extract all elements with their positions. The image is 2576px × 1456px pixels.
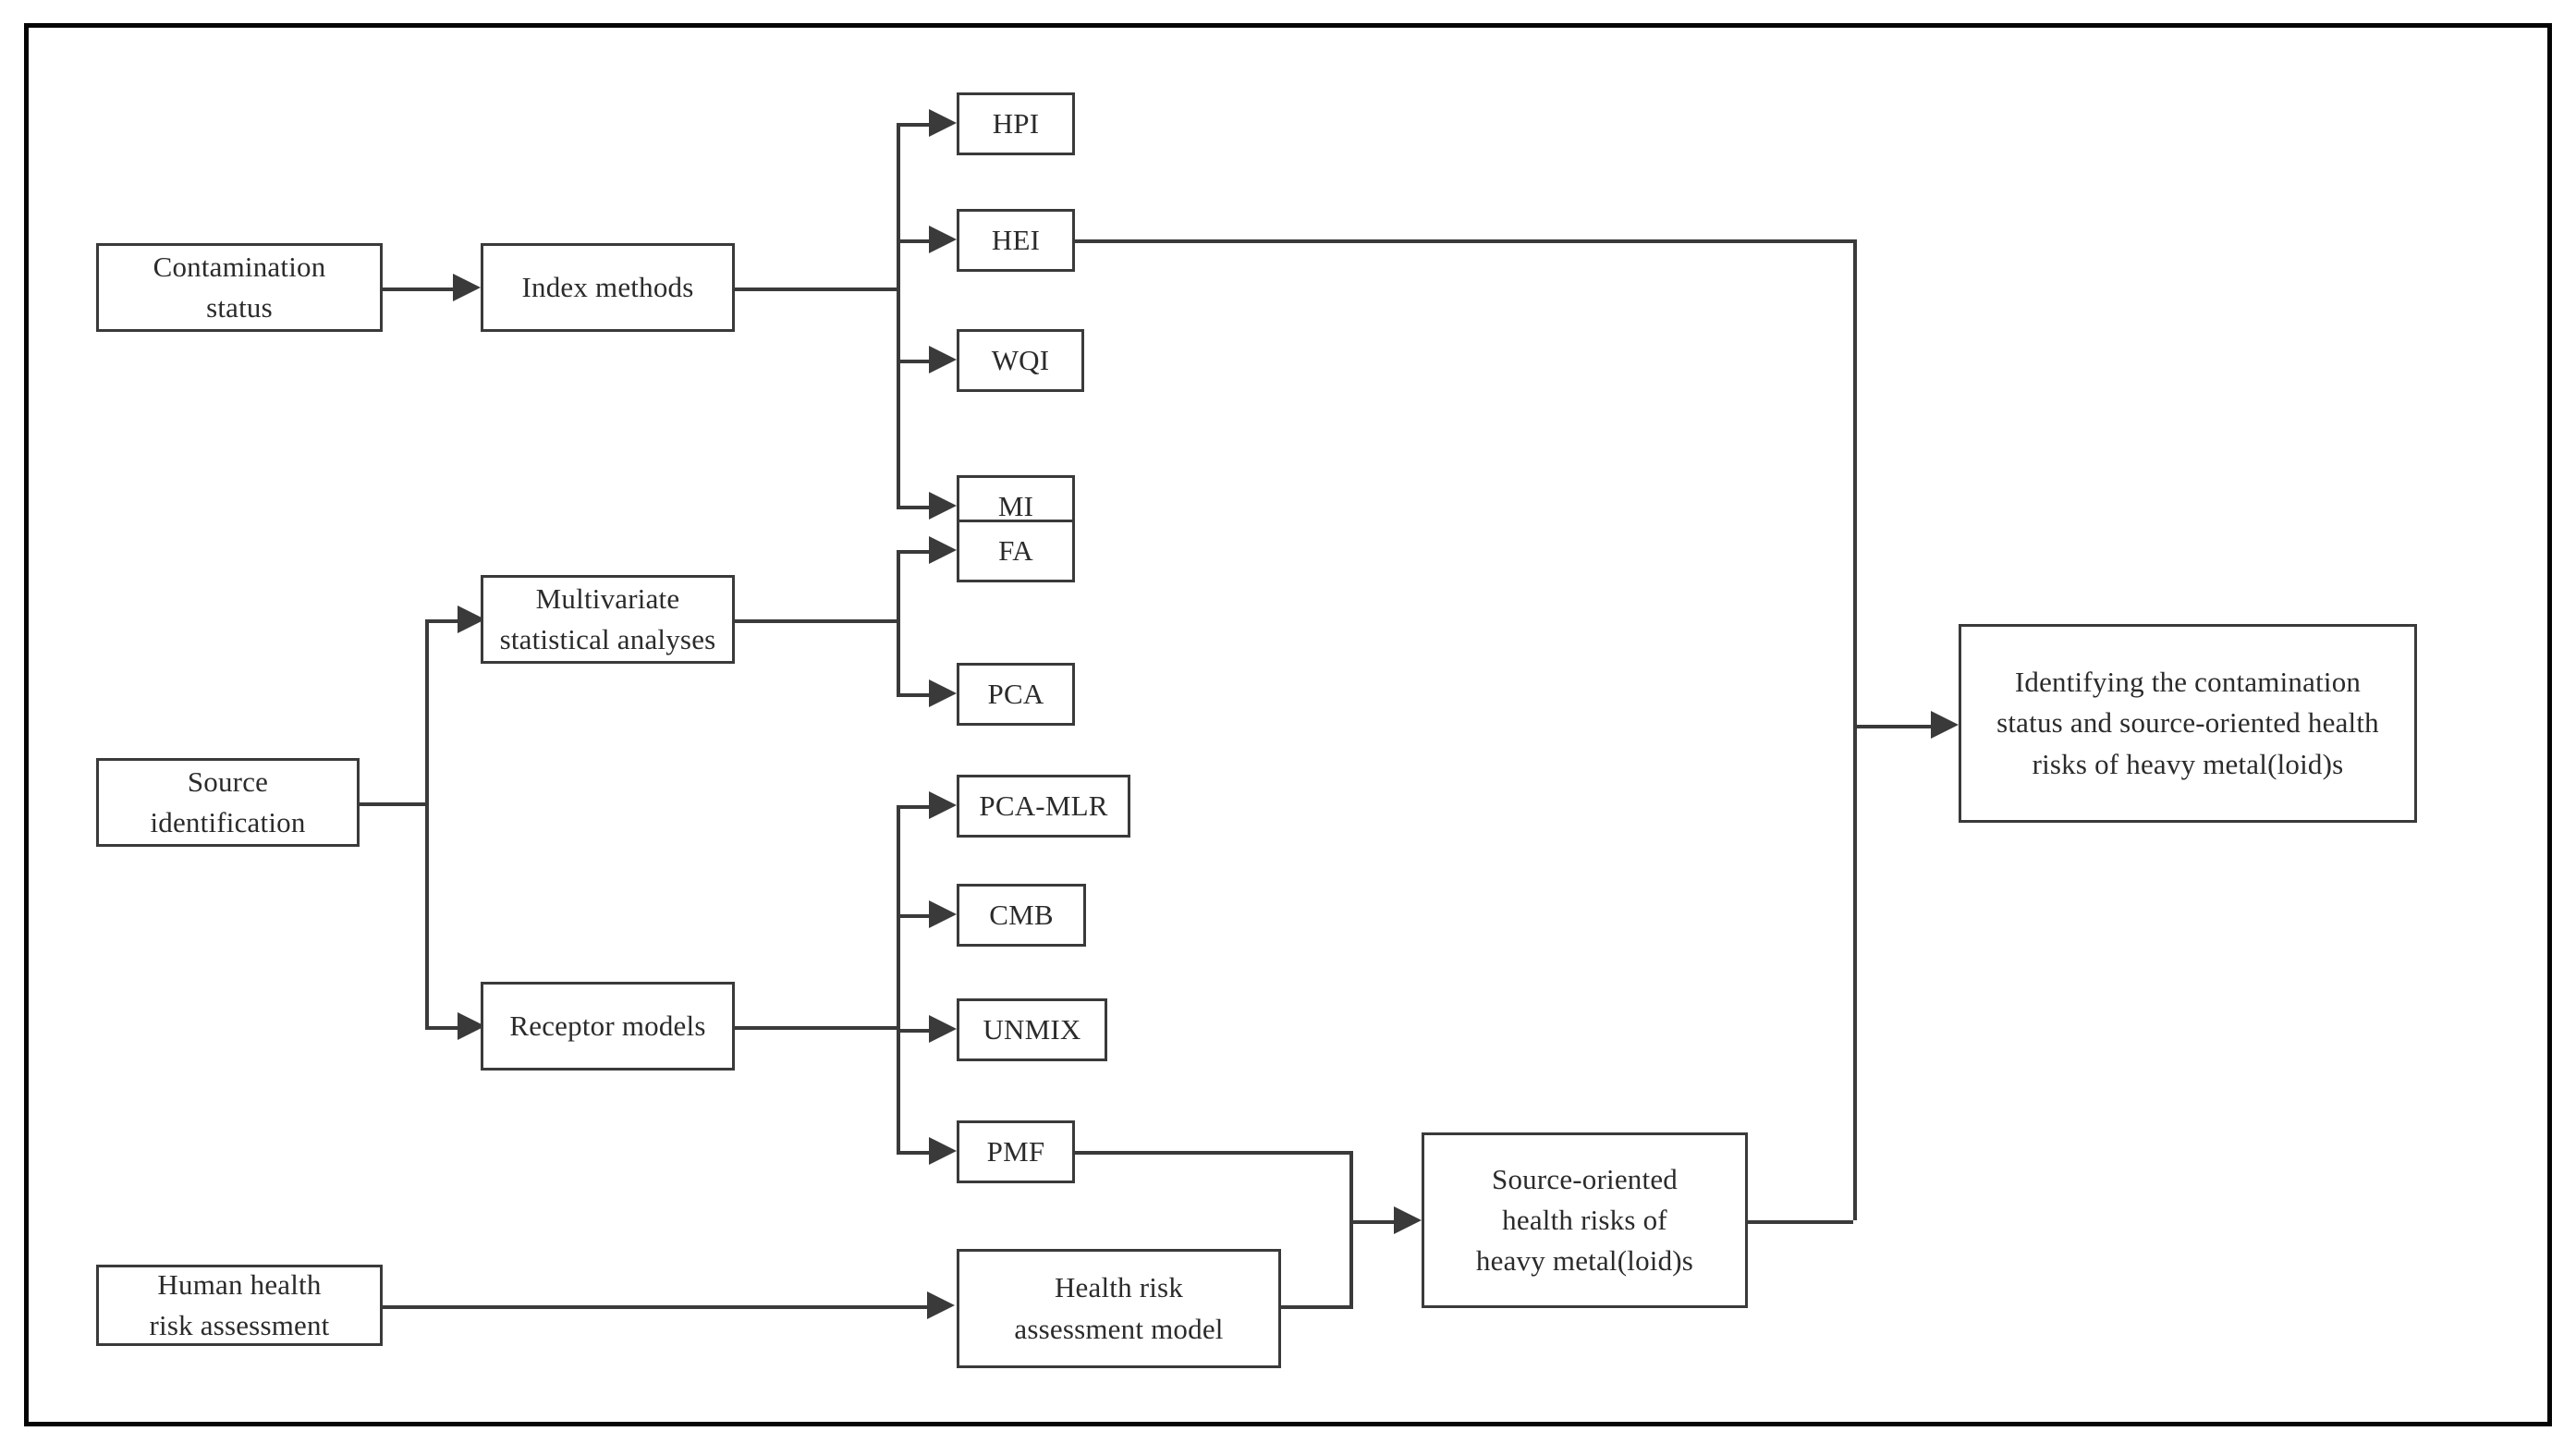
node-contamination-status[interactable]: Contamination status xyxy=(96,243,383,332)
edge-source-oriented-to-merge-rail xyxy=(1748,1220,1853,1224)
node-index-methods[interactable]: Index methods xyxy=(481,243,735,332)
edge-multivariate-trunk-stub xyxy=(735,619,897,623)
node-multivariate-statistical-analyses[interactable]: Multivariate statistical analyses xyxy=(481,575,735,664)
arrowhead-humanhealth-to-model xyxy=(927,1291,955,1319)
edge-humanhealth-to-model xyxy=(383,1305,927,1309)
node-source-identification[interactable]: Source identification xyxy=(96,758,360,847)
arrowhead-index-to-hpi xyxy=(929,109,957,137)
edge-multivariate-to-fa xyxy=(897,550,938,554)
edge-model-merge-vertical xyxy=(1349,1220,1353,1309)
arrowhead-multivariate-to-fa xyxy=(929,536,957,564)
node-cmb[interactable]: CMB xyxy=(957,884,1086,947)
edge-index-to-hpi xyxy=(897,123,938,127)
edge-contamination-to-index xyxy=(383,288,453,291)
arrowhead-index-to-hei xyxy=(929,226,957,253)
arrowhead-index-to-mi xyxy=(929,492,957,520)
edge-receptor-to-cmb xyxy=(897,914,938,918)
node-health-risk-assessment-model[interactable]: Health risk assessment model xyxy=(957,1249,1281,1368)
arrowhead-contamination-to-index xyxy=(453,274,481,301)
edge-index-to-hei xyxy=(897,239,938,243)
node-hei[interactable]: HEI xyxy=(957,209,1075,272)
node-fa[interactable]: FA xyxy=(957,520,1075,582)
edge-multivariate-to-pca xyxy=(897,693,938,697)
node-human-health-risk-assessment[interactable]: Human health risk assessment xyxy=(96,1265,383,1346)
arrowhead-multivariate-to-pca xyxy=(929,679,957,707)
edge-merge-to-source-oriented xyxy=(1349,1220,1394,1224)
edge-hei-to-merge-rail xyxy=(1075,239,1853,243)
arrowhead-merge-to-source-oriented xyxy=(1394,1206,1422,1234)
edge-index-trunk-stub xyxy=(735,288,897,291)
edge-index-trunk-vertical xyxy=(897,123,900,506)
edge-merge-rail-to-outcome xyxy=(1853,725,1931,728)
edge-source-trunk-vertical xyxy=(425,619,429,1026)
node-wqi[interactable]: WQI xyxy=(957,329,1084,392)
edge-multivariate-trunk-vertical xyxy=(897,550,900,693)
node-identifying-outcome[interactable]: Identifying the contamination status and… xyxy=(1959,624,2417,823)
node-hpi[interactable]: HPI xyxy=(957,92,1075,155)
arrowhead-index-to-wqi xyxy=(929,346,957,373)
node-pmf[interactable]: PMF xyxy=(957,1120,1075,1183)
edge-source-to-multivariate xyxy=(425,619,467,623)
arrowhead-receptor-to-unmix xyxy=(929,1015,957,1043)
node-pca-mlr[interactable]: PCA-MLR xyxy=(957,775,1130,838)
edge-source-to-receptor xyxy=(425,1026,467,1030)
edge-receptor-trunk-vertical xyxy=(897,805,900,1151)
edge-merge-rail-vertical xyxy=(1853,239,1857,1220)
edge-source-trunk-stub xyxy=(360,802,425,806)
arrowhead-merge-rail-to-outcome xyxy=(1931,711,1959,739)
node-unmix[interactable]: UNMIX xyxy=(957,998,1107,1061)
edge-model-to-merge xyxy=(1281,1305,1353,1309)
edge-receptor-to-pmf xyxy=(897,1151,938,1155)
edge-index-to-mi xyxy=(897,506,938,509)
edge-pmf-merge-vertical xyxy=(1349,1151,1353,1220)
arrowhead-receptor-to-cmb xyxy=(929,900,957,928)
node-pca[interactable]: PCA xyxy=(957,663,1075,726)
arrowhead-receptor-to-pmf xyxy=(929,1137,957,1165)
edge-index-to-wqi xyxy=(897,360,938,363)
edge-pmf-to-merge xyxy=(1075,1151,1349,1155)
edge-receptor-to-pcamlr xyxy=(897,805,938,809)
arrowhead-receptor-to-pcamlr xyxy=(929,791,957,819)
edge-receptor-to-unmix xyxy=(897,1029,938,1033)
node-source-oriented-health-risks[interactable]: Source-oriented health risks of heavy me… xyxy=(1422,1132,1748,1308)
diagram-outer-frame: Contamination status Index methods HPI H… xyxy=(24,23,2552,1426)
node-receptor-models[interactable]: Receptor models xyxy=(481,982,735,1071)
edge-receptor-trunk-stub xyxy=(735,1026,897,1030)
